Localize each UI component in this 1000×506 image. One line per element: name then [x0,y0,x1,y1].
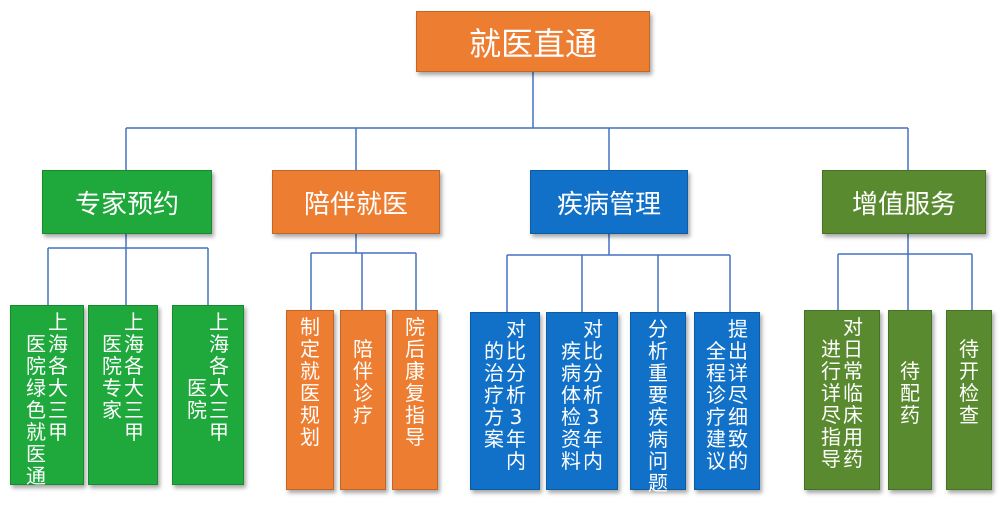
leaf-referral: 上海各大三甲医院 [172,305,244,485]
text-column: 提出详尽细致的 [728,317,748,473]
text-column: 医院 [187,376,207,422]
text-column: 全程诊疗建议 [706,339,726,473]
text-column: 上海各大三甲 [209,310,229,444]
text-column: 疾病体检资料 [561,339,581,473]
leaf-disease-analysis: 分析重要疾病问题 [630,312,686,494]
text-column: 医院绿色就医通 [26,332,46,488]
leaf-rehab-guidance: 院后康复指导 [392,310,438,490]
text-column: 待开检查 [959,337,979,427]
leaf-accompany-treatment: 陪伴诊疗 [340,310,386,490]
leaf-expert-consultation: 上海各大三甲医院专家 [88,305,158,485]
root-node: 就医直通 [416,11,650,72]
category-accompany-visit: 陪伴就医 [272,170,440,234]
leaf-green-channel: 上海各大三甲医院绿色就医通 [10,305,84,488]
text-column: 上海各大三甲 [124,310,144,444]
category-disease-management: 疾病管理 [530,170,688,234]
text-column: 陪伴诊疗 [353,337,373,427]
text-column: 院后康复指导 [405,315,425,449]
leaf-pending-examination: 待开检查 [946,310,992,490]
leaf-medical-plan: 制定就医规划 [286,310,334,490]
text-column: 的治疗方案 [484,339,504,451]
text-column: 进行详尽指导 [821,337,841,471]
leaf-treatment-advice: 提出详尽细致的全程诊疗建议 [694,312,760,490]
category-expert-appointment: 专家预约 [42,170,212,234]
text-column: 医院专家 [102,332,122,422]
category-value-added-service: 增值服务 [822,170,986,234]
text-column: 制定就医规划 [300,315,320,449]
text-column: 对日常临床用药 [843,315,863,471]
text-column: 待配药 [900,359,920,427]
text-column: 上海各大三甲 [48,310,68,444]
leaf-pending-prescription: 待配药 [888,310,932,490]
leaf-medication-guidance: 对日常临床用药进行详尽指导 [804,310,880,490]
text-column: 分析重要疾病问题 [648,317,668,495]
